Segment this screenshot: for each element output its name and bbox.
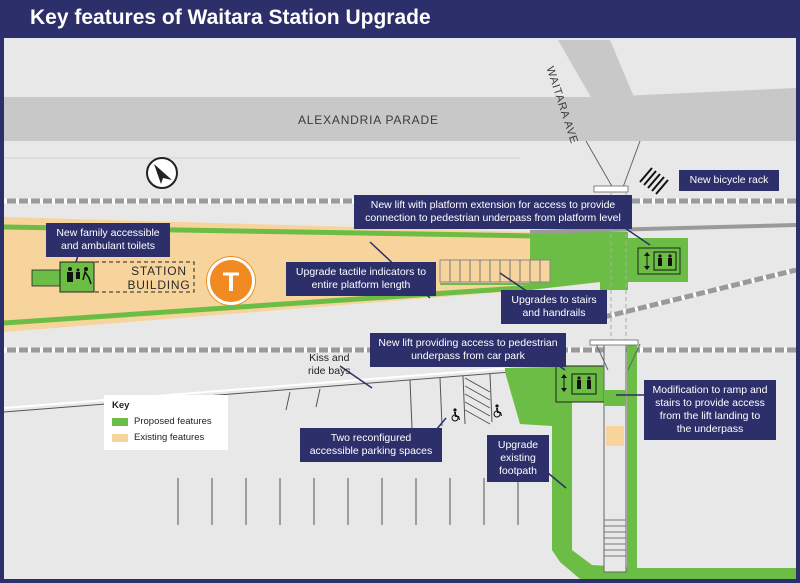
waitara-ave-road: [558, 40, 634, 106]
alexandria-parade-label: ALEXANDRIA PARADE: [298, 113, 439, 127]
legend-label-proposed: Proposed features: [134, 416, 212, 427]
carpark-edge: [4, 367, 511, 409]
north-arrow-icon: [146, 157, 178, 189]
page-title: Key features of Waitara Station Upgrade: [30, 6, 431, 29]
callout-footpath: Upgrade existing footpath: [487, 435, 549, 482]
underpass-line: [585, 140, 615, 191]
tactile-lower: [4, 284, 536, 326]
carpark-bays-lower: [177, 478, 519, 525]
train-logo: T: [207, 257, 255, 305]
legend-title: Key: [112, 400, 130, 411]
wheelchair-icon: [493, 404, 502, 418]
callout-ramp: Modification to ramp and stairs to provi…: [644, 380, 776, 440]
ramp-stairs: [604, 519, 626, 557]
callout-stairs: Upgrades to stairs and handrails: [501, 290, 607, 324]
underpass-entry: [593, 185, 629, 193]
ramp-tactile: [606, 426, 624, 446]
footpath-upgrade: [505, 366, 796, 579]
legend-item-existing: Existing features: [112, 432, 220, 443]
callout-lift-platform: New lift with platform extension for acc…: [354, 195, 632, 229]
underpass-line: [595, 343, 609, 371]
legend-item-proposed: Proposed features: [112, 416, 220, 427]
platform-stairs: [439, 259, 551, 283]
station-building-label: STATION BUILDING: [127, 264, 191, 292]
legend-label-existing: Existing features: [134, 432, 205, 443]
title-bar: Key features of Waitara Station Upgrade: [0, 0, 800, 38]
legend: Key Proposed features Existing features: [104, 395, 228, 450]
callout-lift-carpark: New lift providing access to pedestrian …: [370, 333, 566, 367]
callout-tactile: Upgrade tactile indicators to entire pla…: [286, 262, 436, 296]
station-building-outline: [59, 261, 195, 293]
wheelchair-icon: [451, 408, 460, 422]
legend-swatch-proposed: [112, 417, 128, 426]
underpass-line: [627, 343, 641, 371]
callout-parking: Two reconfigured accessible parking spac…: [300, 428, 442, 462]
ramp-landing: [604, 390, 626, 406]
toilets-annex: [31, 269, 63, 287]
platform-extension: [530, 232, 628, 290]
legend-swatch-existing: [112, 433, 128, 442]
accessible-parking-bays: [409, 373, 493, 429]
toilet-icon: [67, 267, 92, 285]
kiss-ride-bays: [285, 388, 321, 411]
underpass-line: [621, 140, 641, 191]
rail-track-branch-2: [529, 223, 796, 234]
callout-toilets: New family accessible and ambulant toile…: [46, 223, 170, 257]
lift-icon: [644, 251, 677, 271]
kiss-ride-label: Kiss and ride bays: [308, 352, 351, 377]
lift-icon: [561, 373, 597, 395]
carpark-edge: [4, 371, 511, 413]
train-logo-letter: T: [222, 267, 240, 297]
rail-track-branch-sleepers: [599, 267, 796, 321]
callout-bicycle-rack: New bicycle rack: [679, 170, 779, 191]
hatched-zone: [464, 377, 491, 425]
underpass-exit: [589, 339, 639, 346]
bicycle-rack-icon: [639, 167, 669, 195]
